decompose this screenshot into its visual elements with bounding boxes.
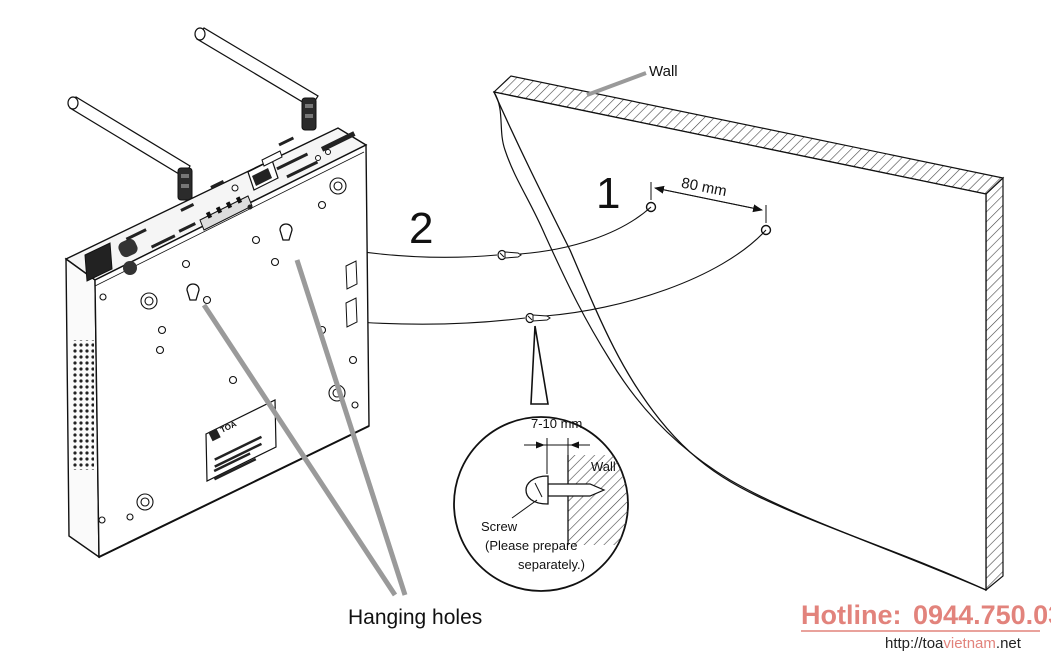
usb-port (261, 150, 283, 167)
depth-label: 7-10 mm (531, 416, 582, 431)
vent-grille (72, 340, 94, 470)
wall-side-hatched-edge (985, 176, 1004, 592)
detail-screw-head (525, 475, 549, 505)
rating-label: TOA (205, 399, 277, 482)
arc-upper-hole-to-screw (519, 206, 652, 255)
arc-lower-hole-to-screw (544, 229, 767, 317)
screw-lower (525, 312, 551, 324)
website-url: http://toavietnam.net (885, 635, 1022, 652)
detail-callout-pointer (530, 325, 549, 405)
screw-note-line2: separately.) (518, 557, 585, 572)
top-label-strip (320, 131, 356, 152)
top-panel-markings (125, 136, 331, 249)
hotline-text: Hotline: 0944.750.037 (801, 600, 1051, 630)
screw-detail-callout: 7-10 mm Wall Screw (Please prepare separ… (453, 416, 629, 592)
antenna-left (67, 96, 193, 201)
step-1-number: 1 (596, 169, 620, 218)
detail-wall-section (568, 455, 628, 545)
hanging-hole-lower (186, 283, 200, 301)
wall-leader-line (586, 71, 647, 97)
power-socket (84, 238, 138, 282)
hanging-holes-callout: Hanging holes (201, 259, 482, 629)
side-bracket-upper (345, 260, 358, 290)
hotline-watermark: Hotline: 0944.750.037 http://toavietnam.… (801, 600, 1051, 652)
wall-label: Wall (649, 63, 678, 80)
screw-upper (497, 249, 522, 261)
screw-label: Screw (481, 519, 518, 534)
step-2-number: 2 (409, 204, 433, 253)
hotline-label: Hotline: (801, 600, 902, 630)
wall: Wall (492, 63, 1005, 592)
detail-screw-shaft (547, 483, 606, 497)
wall-broken-edge (493, 91, 987, 591)
device: TOA (64, 27, 370, 559)
antenna-right (194, 27, 319, 131)
side-bracket-lower (345, 297, 358, 328)
screw-note-line1: (Please prepare (485, 538, 578, 553)
hanging-holes-label: Hanging holes (348, 606, 482, 629)
detail-wall-label: Wall (591, 459, 616, 474)
hotline-number: 0944.750.037 (913, 600, 1051, 630)
hanging-hole-upper (279, 223, 293, 241)
